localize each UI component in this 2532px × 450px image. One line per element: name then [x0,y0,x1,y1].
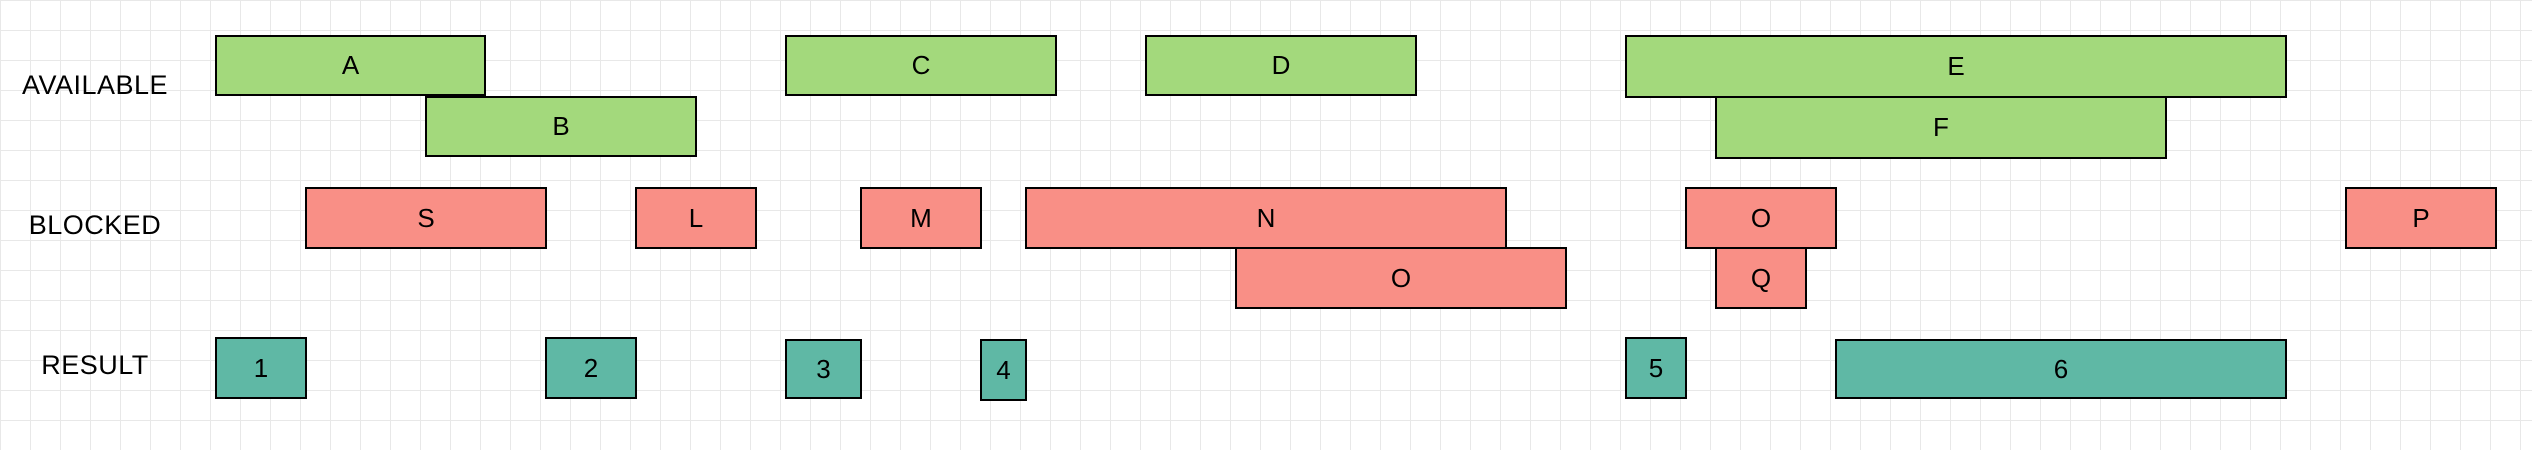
blocked-block-s: S [305,187,547,249]
available-block-b: B [425,96,697,157]
row-label-blocked: BLOCKED [28,210,162,240]
result-block-6: 6 [1835,339,2287,399]
blocked-block-l: L [635,187,757,249]
available-block-d: D [1145,35,1417,96]
row-label-available: AVAILABLE [21,70,169,100]
blocked-block-m: M [860,187,982,249]
available-block-c: C [785,35,1057,96]
result-block-1: 1 [215,337,307,399]
result-block-2: 2 [545,337,637,399]
result-block-3: 3 [785,339,862,399]
result-block-5: 5 [1625,337,1687,399]
available-block-a: A [215,35,486,96]
blocked-block-n: N [1025,187,1507,249]
blocked-block-o-lower: O [1235,247,1567,309]
blocked-block-q: Q [1715,247,1807,309]
row-label-result: RESULT [41,350,149,380]
blocked-block-p: P [2345,187,2497,249]
available-block-e: E [1625,35,2287,98]
available-block-f: F [1715,96,2167,159]
blocked-block-o: O [1685,187,1837,249]
result-block-4: 4 [980,339,1027,401]
